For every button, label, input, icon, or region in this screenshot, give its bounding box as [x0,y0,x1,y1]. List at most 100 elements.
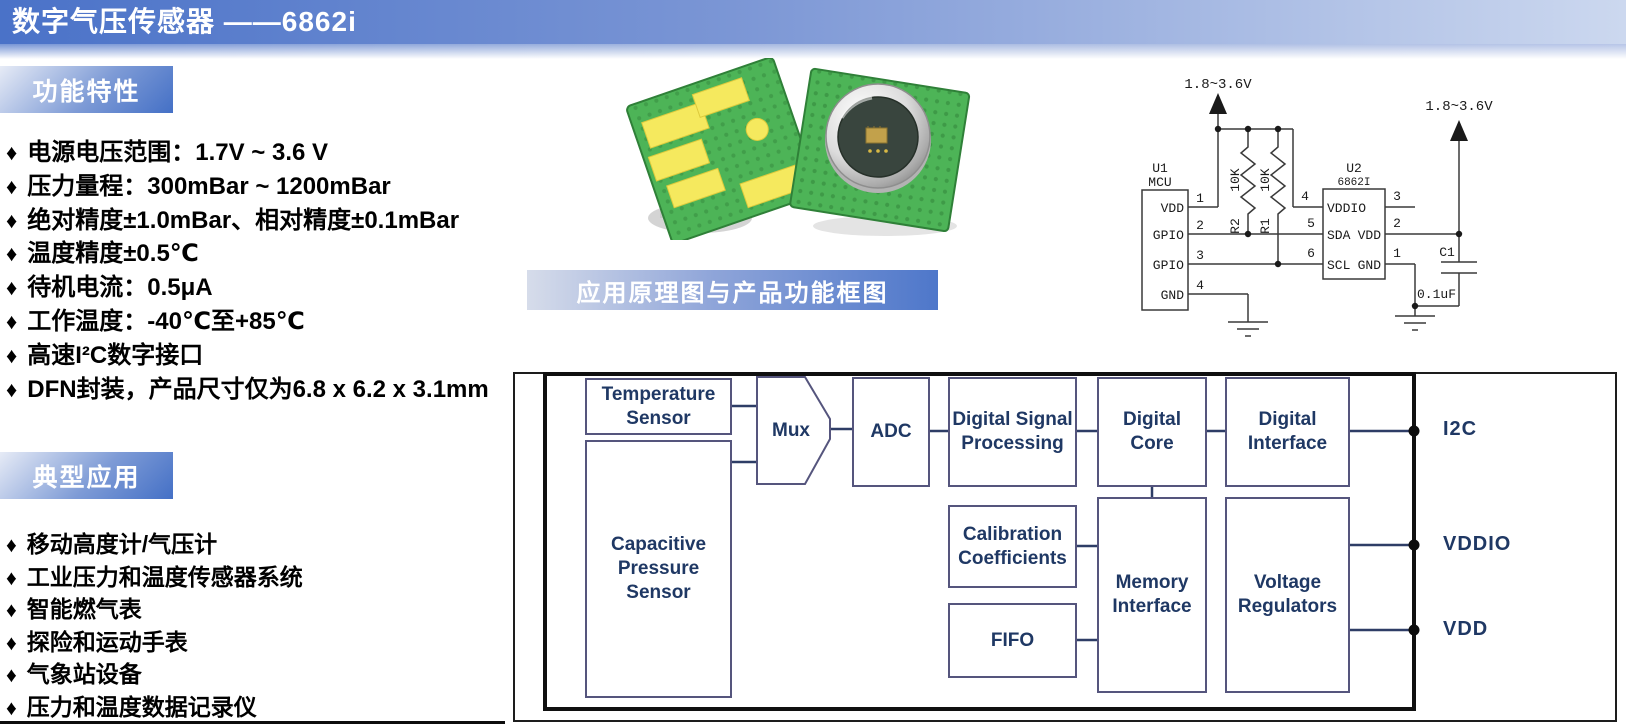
diamond-bullet-icon: ♦ [6,308,18,334]
u2-6862i-body [1322,188,1386,280]
diamond-bullet-icon: ♦ [6,241,18,267]
block-digital-interface: Digital Interface [1225,377,1350,487]
r1-value: 10K [1258,168,1273,192]
application-item: ♦ 工业压力和温度传感器系统 [6,562,303,595]
diamond-bullet-icon: ♦ [6,275,18,301]
diamond-bullet-icon: ♦ [6,207,18,233]
block-voltage-regulators: Voltage Regulators [1225,497,1350,693]
block-fifo: FIFO [948,603,1077,678]
u1-pin-vdd: VDD [1161,201,1185,216]
r2-refdes: R2 [1228,218,1243,234]
feature-text: 压力量程：300mBar ~ 1200mBar [27,172,391,200]
connection-lines [732,404,1414,642]
c1-value: 0.1uF [1417,287,1456,302]
ground-symbol [1395,315,1435,331]
u2-pin-number: 2 [1393,216,1401,231]
application-item: ♦探险和运动手表 [6,627,303,660]
feature-text: 温度精度±0.5℃ [27,240,199,268]
port-dots [1408,425,1420,636]
section-badge-features-label: 功能特性 [32,77,141,106]
product-photo-right [789,67,971,236]
port-label-i2c: I2C [1443,418,1478,440]
port-label-vdd: VDD [1443,618,1489,640]
u2-pin-vddio: VDDIO [1327,201,1366,216]
diamond-bullet-icon: ♦ [6,631,17,655]
application-text: 智能燃气表 [26,596,142,623]
feature-item: ♦ DFN封装，产品尺寸仅为6.8 x 6.2 x 3.1mm [6,373,489,407]
c1-refdes: C1 [1439,245,1455,260]
u1-pin-gpio: GPIO [1153,228,1184,243]
left-column-bottom-rule [0,721,505,724]
block-temperature-sensor: Temperature Sensor [585,378,732,435]
diamond-bullet-icon: ♦ [6,376,18,402]
product-photos [626,58,971,240]
block-capacitive-pressure-sensor: Capacitive Pressure Sensor [585,440,732,698]
feature-text: 绝对精度±1.0mBar、相对精度±0.1mBar [27,206,460,234]
feature-text: DFN封装，产品尺寸仅为6.8 x 6.2 x 3.1mm [27,375,489,403]
u2-pin-number: 1 [1393,246,1401,261]
u2-pin-number: 6 [1307,246,1315,261]
banner-label: 应用原理图与产品功能框图 [576,279,889,307]
u2-pin-number: 4 [1301,189,1309,204]
supply-voltage-label: 1.8~3.6V [1425,99,1493,115]
application-item: ♦ 智能燃气表 [6,594,303,627]
u1-pin-gnd: GND [1161,288,1185,303]
feature-item: ♦ 高速I²C数字接口 [6,339,489,373]
application-text: 气象站设备 [26,661,142,688]
u1-pin-number: 2 [1196,218,1204,233]
u1-pin-number: 1 [1196,191,1204,206]
u1-refdes: U1 [1152,161,1168,176]
application-text: 压力和温度数据记录仪 [26,693,257,720]
block-adc: ADC [852,377,930,487]
block-memory-interface: Memory Interface [1097,497,1207,693]
feature-text: 工作温度：-40℃至+85℃ [27,307,305,335]
ground-symbol [1228,321,1268,337]
diamond-bullet-icon: ♦ [6,534,17,557]
functional-block-diagram: Temperature Sensor Capacitive Pressure S… [513,372,1617,722]
page-title: 数字气压传感器 ——6862i [12,6,357,37]
u2-refdes: U2 [1346,161,1362,176]
junction-dots [1214,125,1463,310]
diamond-bullet-icon: ♦ [6,342,18,368]
sensor-metal-cap [825,83,931,193]
u1-pin-number: 3 [1196,248,1204,263]
features-list: ♦ 电源电压范围：1.7V ~ 3.6 V ♦ 压力量程：300mBar ~ 120… [6,136,489,406]
power-arrow-icon [1450,120,1468,141]
applications-list: ♦移动高度计/气压计 ♦工业压力和温度传感器系统 ♦智能燃气表 ♦探险和运动手表… [6,529,303,725]
block-calibration-coefficients: Calibration Coefficients [948,505,1077,588]
u1-mcu-body [1141,189,1189,311]
u2-pin-sda: SDA [1327,228,1351,243]
title-bar: 数字气压传感器 ——6862i [0,0,1626,44]
diamond-bullet-icon: ♦ [6,173,18,199]
section-badge-applications-label: 典型应用 [32,463,141,492]
diamond-bullet-icon: ♦ [6,599,17,623]
u1-pin-number: 4 [1196,278,1204,293]
port-label-vddio: VDDIO [1443,533,1512,555]
u2-pin-vdd: VDD [1358,228,1382,243]
diamond-bullet-icon: ♦ [6,696,17,720]
u2-pin-gnd: GND [1358,258,1382,273]
feature-item: ♦ 绝对精度±1.0mBar、相对精度±0.1mBar [6,204,489,238]
block-digital-core: Digital Core [1097,377,1207,487]
application-schematic: 1.8~3.6V 1.8~3.6V U1 MCU VDD GPIO GPIO G… [1141,77,1493,337]
block-digital-signal-processing: Digital Signal Processing [948,377,1077,487]
diamond-bullet-icon: ♦ [6,140,18,165]
u2-pin-number: 3 [1393,189,1401,204]
r1-refdes: R1 [1258,218,1273,234]
feature-item: ♦待机电流：0.5μA [6,271,489,305]
supply-voltage-label: 1.8~3.6V [1184,77,1252,93]
section-badge-features: 功能特性 [0,66,173,113]
u1-pin-gpio: GPIO [1153,258,1184,273]
application-item: ♦气象站设备 [6,659,303,692]
product-photo-left [626,58,820,240]
u2-part-name: 6862I [1337,177,1370,189]
feature-item: ♦ 压力量程：300mBar ~ 1200mBar [6,170,489,204]
diamond-bullet-icon: ♦ [6,566,17,590]
feature-text: 高速I²C数字接口 [27,341,204,369]
u2-pin-number: 5 [1307,216,1315,231]
feature-text: 电源电压范围：1.7V ~ 3.6 V [27,139,329,166]
block-diagram-connections [732,376,1420,642]
application-text: 工业压力和温度传感器系统 [26,563,303,590]
feature-item: ♦ 电源电压范围：1.7V ~ 3.6 V [6,136,489,170]
r2-value: 10K [1228,168,1243,192]
